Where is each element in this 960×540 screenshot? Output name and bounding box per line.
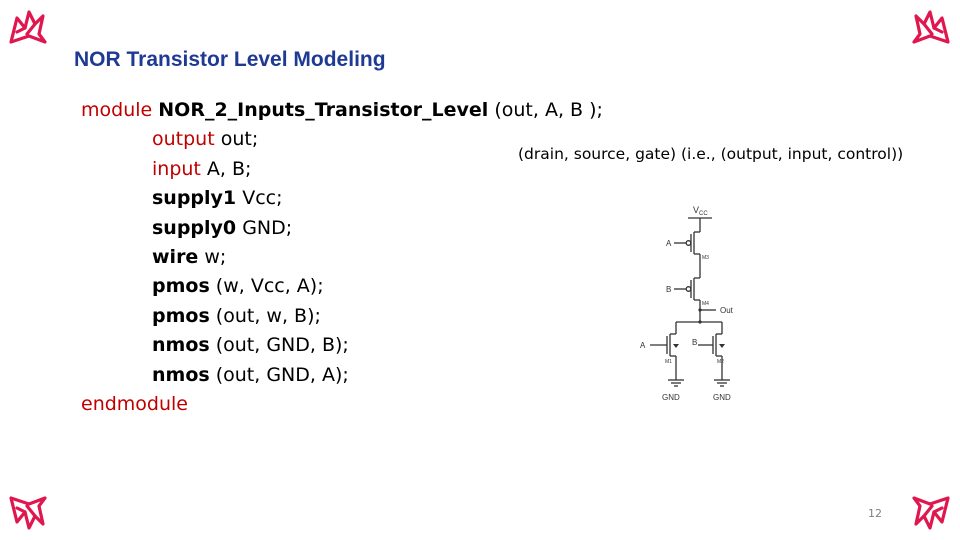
code-line-pmos-1: pmos (w, Vcc, A); [81,272,603,301]
wire-decl: w; [198,245,227,268]
code-line-input: input A, B; [81,155,603,184]
pmos-args: (out, w, B); [209,304,321,327]
code-line-pmos-2: pmos (out, w, B); [81,302,603,331]
slide-title: NOR Transistor Level Modeling [74,48,386,71]
keyword-input: input [152,157,201,180]
keyword-output: output [152,128,215,151]
code-line-module: module NOR_2_Inputs_Transistor_Level (ou… [81,96,603,125]
keyword-supply0: supply0 [152,216,237,239]
m4-label: M4 [702,301,709,307]
nor-schematic-diagram: VCC A B M3 M4 Out A B M1 M2 GND GND [640,205,734,402]
arrow-icon [719,344,725,348]
keyword-supply1: supply1 [152,187,237,210]
keyword-nmos: nmos [152,334,210,357]
code-line-nmos-1: nmos (out, GND, B); [81,331,603,360]
verilog-code-block: module NOR_2_Inputs_Transistor_Level (ou… [81,96,603,419]
supply1-decl: Vcc; [236,187,283,210]
terminal-order-note: (drain, source, gate) (i.e., (output, in… [518,145,904,163]
m2-label: M2 [717,359,724,365]
keyword-nmos: nmos [152,363,210,386]
input-decl: A, B; [200,157,252,180]
logo-bottom-left-icon [5,492,49,536]
m3-label: M3 [702,255,709,261]
keyword-wire: wire [152,245,199,268]
module-name: NOR_2_Inputs_Transistor_Level [158,99,489,121]
keyword-module: module [81,99,153,121]
input-b-bottom-label: B [692,338,697,347]
logo-top-right-icon [910,4,954,48]
output-decl: out; [214,128,259,151]
logo-top-left-icon [5,4,49,48]
nmos-args: (out, GND, A); [209,363,349,386]
module-ports: (out, A, B ); [488,99,603,121]
gnd-left-label: GND [662,393,680,402]
logo-bottom-right-icon [910,492,954,536]
code-line-wire: wire w; [81,243,603,272]
code-line-supply1: supply1 Vcc; [81,184,603,213]
gnd-right-label: GND [713,393,731,402]
page-number: 12 [868,507,882,520]
keyword-endmodule: endmodule [81,392,188,415]
code-line-endmodule: endmodule [81,390,603,419]
pmos-args: (w, Vcc, A); [209,275,324,298]
out-label: Out [720,306,734,315]
arrow-icon [673,344,679,348]
supply0-decl: GND; [236,216,293,239]
input-b-label: B [666,285,671,294]
keyword-pmos: pmos [152,275,210,298]
nmos-args: (out, GND, B); [209,334,349,357]
code-line-output: output out; [81,125,603,154]
m1-label: M1 [665,359,672,365]
code-line-supply0: supply0 GND; [81,214,603,243]
vcc-label: VCC [693,205,708,217]
input-a-label: A [666,239,672,248]
keyword-pmos: pmos [152,304,210,327]
input-a-bottom-label: A [640,341,646,350]
code-line-nmos-2: nmos (out, GND, A); [81,361,603,390]
